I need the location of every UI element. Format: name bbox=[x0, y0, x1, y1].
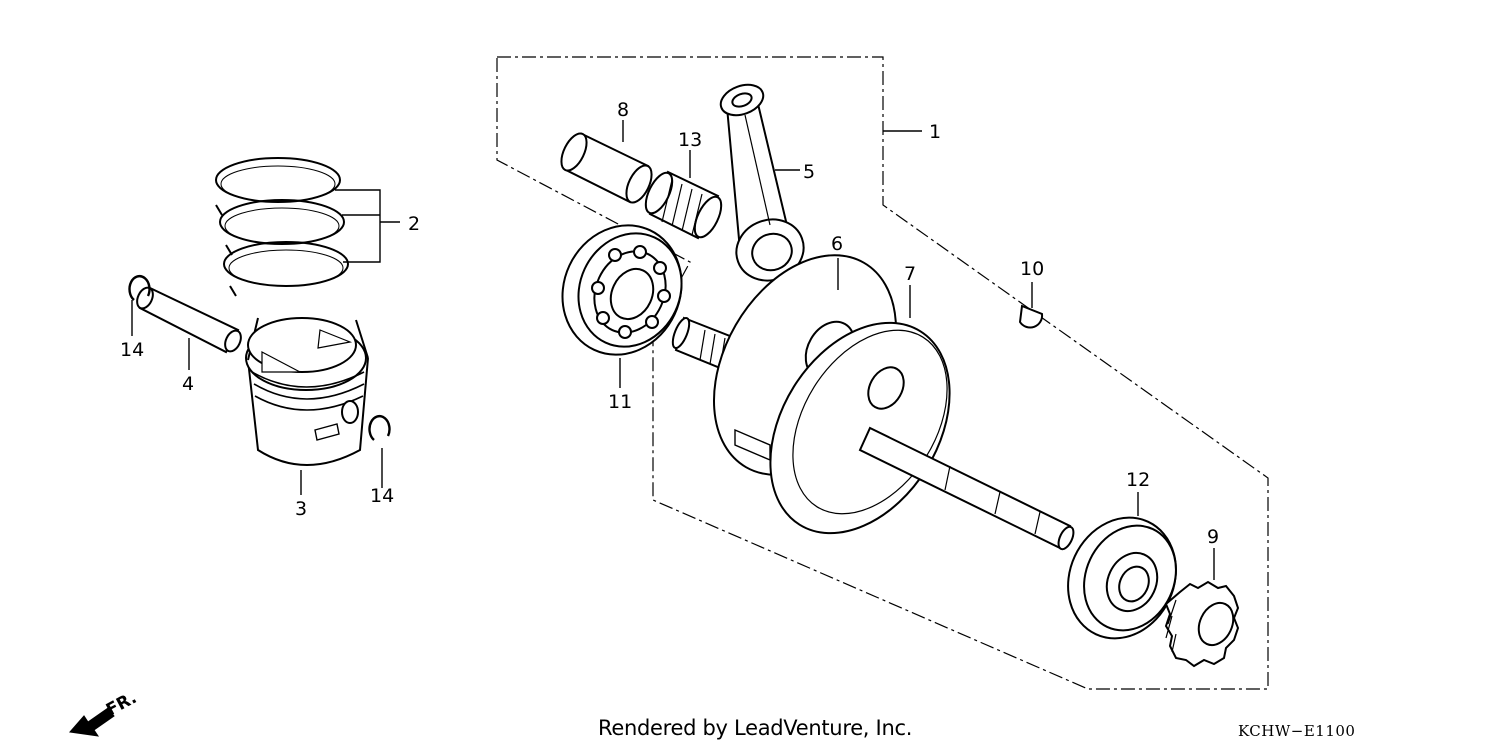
right-main-bearing[interactable] bbox=[1049, 500, 1196, 656]
crankshaft-gear[interactable] bbox=[1164, 580, 1240, 668]
right-crankshaft-half[interactable] bbox=[733, 290, 1076, 566]
callout-10: 10 bbox=[1020, 258, 1044, 280]
piston-pin-clip-left[interactable] bbox=[128, 275, 151, 301]
callout-12: 12 bbox=[1126, 469, 1150, 491]
callout-8: 8 bbox=[617, 99, 629, 121]
crankshaft-assembly-boundary bbox=[496, 56, 1269, 690]
leader-lines bbox=[131, 120, 1215, 580]
connecting-rod[interactable] bbox=[717, 79, 813, 289]
front-direction-arrow: FR. bbox=[69, 688, 140, 737]
arrow-icon bbox=[69, 707, 115, 737]
render-credit: Rendered by LeadVenture, Inc. bbox=[598, 716, 913, 740]
piston-pin[interactable] bbox=[134, 285, 244, 354]
callout-11: 11 bbox=[608, 391, 632, 413]
callout-3: 3 bbox=[295, 498, 307, 520]
piston[interactable] bbox=[245, 317, 369, 466]
needle-bearing[interactable] bbox=[640, 169, 726, 241]
callout-5: 5 bbox=[803, 161, 815, 183]
callout-1: 1 bbox=[929, 121, 941, 143]
piston-rings[interactable] bbox=[215, 157, 349, 297]
callout-7: 7 bbox=[904, 263, 916, 285]
callout-9: 9 bbox=[1207, 526, 1219, 548]
crank-pin[interactable] bbox=[556, 130, 657, 207]
piston-pin-clip-right[interactable] bbox=[368, 415, 391, 441]
woodruff-key[interactable] bbox=[1018, 304, 1044, 329]
callout-4: 4 bbox=[182, 373, 194, 395]
callout-14-right: 14 bbox=[370, 485, 394, 507]
callout-6: 6 bbox=[831, 233, 843, 255]
left-main-bearing[interactable] bbox=[542, 206, 703, 375]
callout-2: 2 bbox=[408, 213, 420, 235]
callout-14-left: 14 bbox=[120, 339, 144, 361]
diagram-code: KCHW−E1100 bbox=[1238, 722, 1356, 740]
callout-13: 13 bbox=[678, 129, 702, 151]
